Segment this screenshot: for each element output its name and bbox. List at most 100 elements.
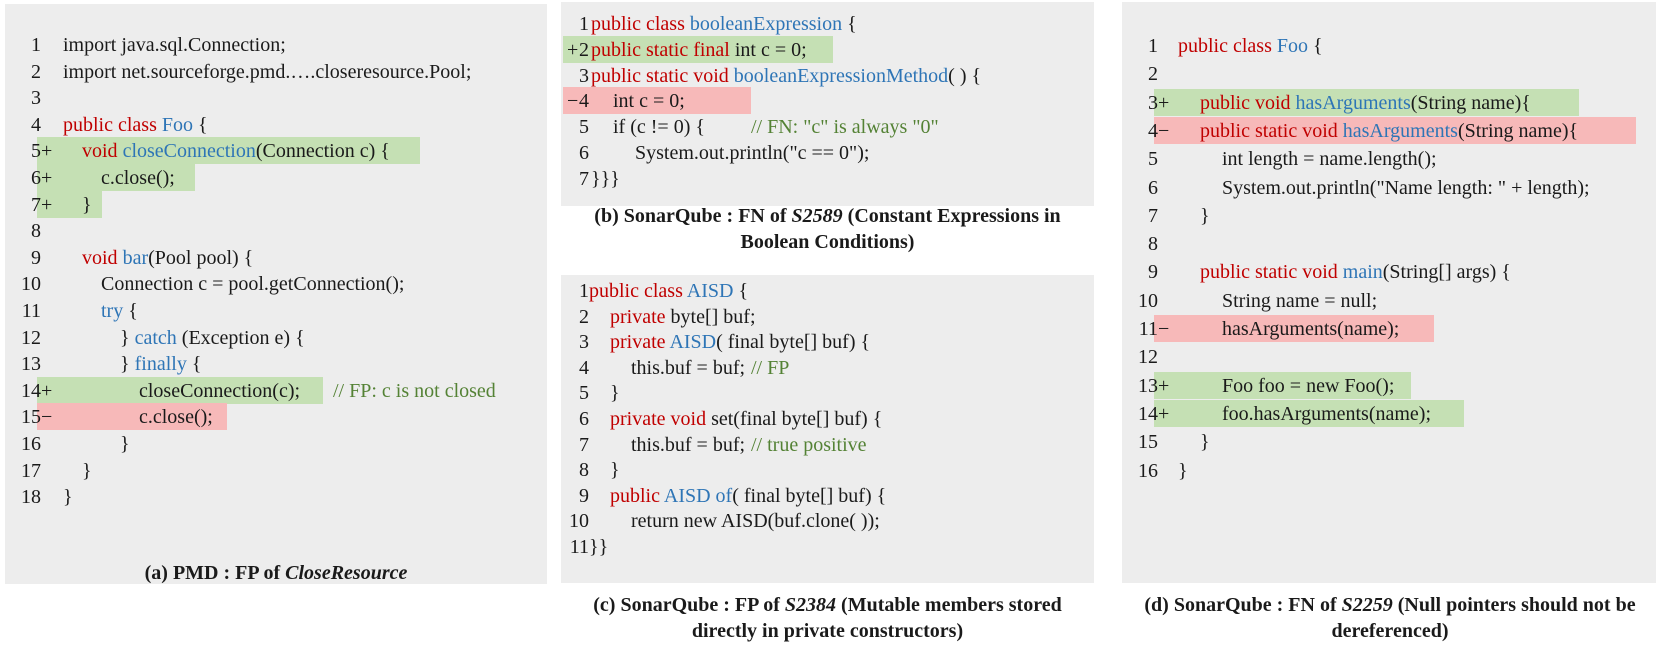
code-text: }: [1178, 457, 1188, 485]
code-line: 11−hasArguments(name);: [1122, 315, 1656, 343]
line-number: 17: [21, 459, 41, 482]
code-token: }}: [589, 536, 609, 558]
code-text: Foo foo = new Foo();: [1222, 372, 1394, 400]
line-number: 3: [1148, 91, 1158, 114]
code-token: {: [842, 13, 857, 35]
code-token: }: [120, 353, 135, 376]
code-text: c.close();: [101, 164, 175, 192]
code-text: }: [120, 430, 130, 458]
line-number: 4: [31, 113, 41, 136]
keyword-token: public class: [63, 113, 162, 136]
line-number: 2: [579, 38, 589, 61]
line-number: 7: [579, 167, 589, 190]
line-number: 3: [579, 64, 589, 87]
code-text: System.out.println("Name length: " + len…: [1222, 174, 1590, 202]
line-number: 9: [1148, 261, 1158, 284]
line-number: 6: [579, 408, 589, 430]
removed-line-highlight: [37, 403, 227, 431]
line-number: 4: [579, 356, 589, 379]
line-number: 7: [579, 433, 589, 456]
code-text: }: [610, 379, 620, 407]
code-text: try {: [101, 297, 138, 325]
line-number: 4: [1148, 119, 1158, 142]
code-text: public class Foo {: [1178, 32, 1323, 60]
diff-added-marker: +: [41, 140, 53, 163]
code-token: }: [610, 459, 620, 482]
code-token: (Exception e) {: [176, 326, 305, 349]
removed-line-highlight: [1154, 315, 1434, 342]
code-text: return new AISD(buf.clone( ));: [631, 507, 880, 535]
identifier-token: try: [101, 300, 124, 322]
code-line: 13} finally {: [5, 350, 547, 378]
code-line: 8: [5, 217, 547, 245]
code-token: ( final byte[] buf) {: [732, 484, 887, 507]
identifier-token: AISD: [669, 331, 717, 354]
code-line: 15−c.close();: [5, 403, 547, 431]
line-number: 2: [579, 305, 589, 328]
code-comment: // FN: "c" is always "0": [751, 116, 939, 139]
code-token: ( ) {: [948, 64, 982, 87]
identifier-token: catch: [134, 326, 177, 349]
line-number: 9: [31, 246, 41, 269]
code-token: }: [1200, 431, 1210, 454]
code-token: System.out.println("Name length: " + len…: [1222, 176, 1590, 199]
code-text: public static void booleanExpressionMeth…: [591, 62, 981, 90]
code-line: 12: [1122, 343, 1656, 371]
code-token: c.close();: [139, 406, 213, 429]
keyword-token: private: [610, 305, 671, 328]
code-line: 7}: [1122, 202, 1656, 230]
keyword-token: void: [82, 246, 123, 269]
code-line: 18}: [5, 483, 547, 511]
identifier-token: AISD of: [663, 484, 733, 507]
identifier-token: booleanExpressionMethod: [733, 64, 949, 87]
code-text: foo.hasArguments(name);: [1222, 400, 1431, 428]
code-token: (String[] args) {: [1382, 261, 1511, 284]
identifier-token: finally: [134, 353, 187, 376]
line-number: 15: [21, 406, 41, 429]
identifier-token: Foo: [161, 113, 193, 136]
code-text: import java.sql.Connection;: [63, 31, 286, 59]
code-text: public class Foo {: [63, 111, 208, 139]
line-number: 6: [31, 167, 41, 189]
added-line-highlight: [37, 376, 323, 404]
code-token: }: [82, 459, 92, 482]
keyword-token: public static final: [591, 38, 735, 61]
code-text: this.buf = buf;: [631, 354, 745, 382]
code-token: System.out.println("c == 0");: [635, 142, 870, 164]
code-text: if (c != 0) {: [613, 113, 705, 141]
code-token: }: [1200, 204, 1210, 227]
code-token: {: [186, 353, 202, 376]
code-token: hasArguments(name);: [1222, 318, 1400, 340]
line-number: 16: [21, 433, 41, 455]
code-text: }: [1200, 428, 1210, 456]
code-token: closeConnection(c);: [139, 379, 301, 402]
added-line-highlight: [1154, 371, 1411, 399]
code-text: void closeConnection(Connection c) {: [82, 137, 390, 165]
line-number: 15: [1138, 431, 1158, 454]
code-line: 14+closeConnection(c);// FP: c is not cl…: [5, 376, 547, 405]
code-token: byte[] buf;: [670, 305, 756, 328]
added-line-highlight: [563, 35, 833, 63]
line-number: 11: [569, 536, 589, 558]
code-text: }}}: [591, 165, 620, 193]
line-number: 3: [31, 87, 41, 110]
diff-added-marker: +: [41, 167, 53, 189]
code-line: 15}: [1122, 428, 1656, 456]
line-number: 11: [1138, 318, 1158, 340]
code-token: (String name){: [1410, 91, 1531, 114]
identifier-token: booleanExpression: [689, 13, 843, 35]
code-token: this.buf = buf;: [631, 433, 746, 456]
